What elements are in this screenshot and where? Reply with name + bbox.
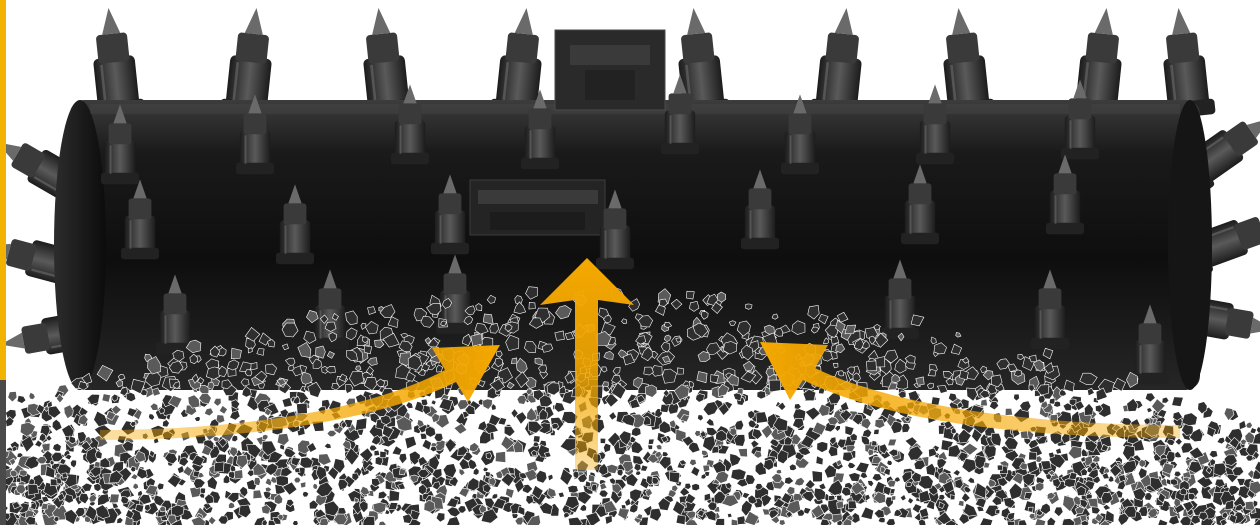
mounting-block-top <box>555 30 665 110</box>
mounting-block-center <box>470 180 605 235</box>
edge-strip-bottom <box>0 380 6 525</box>
edge-strip-top <box>0 0 6 380</box>
